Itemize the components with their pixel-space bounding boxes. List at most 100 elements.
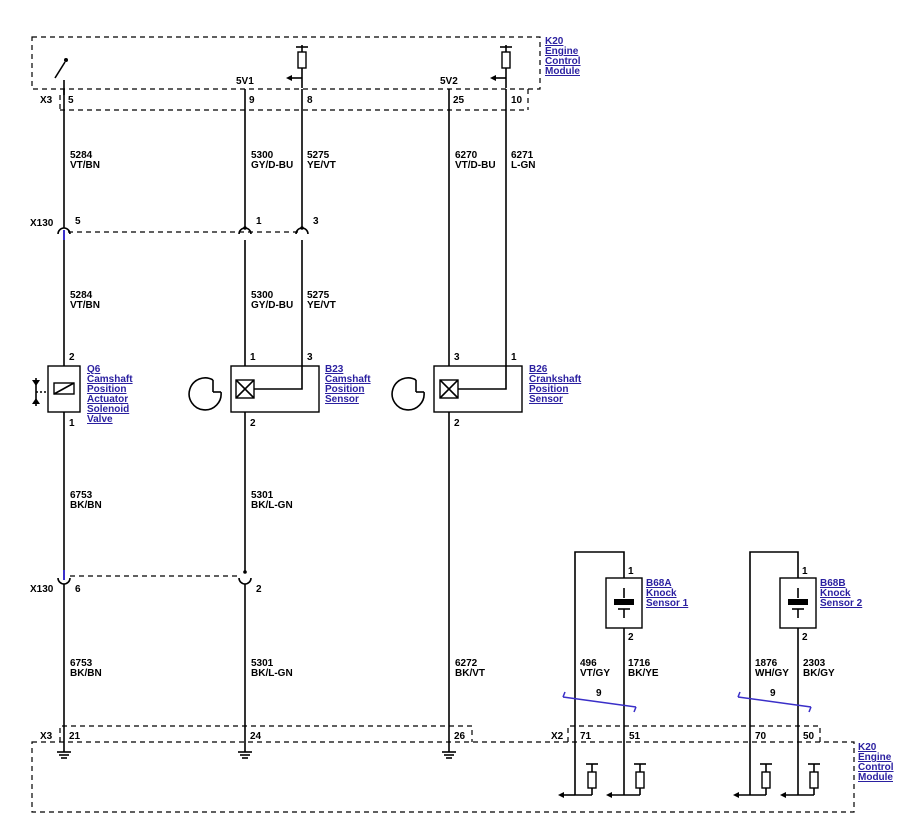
x3-bottom-pin-21: 21: [69, 731, 81, 742]
x130-a-pin-5: 5: [75, 216, 81, 227]
b68a-pin-1: 1: [628, 566, 634, 577]
b68b-label[interactable]: B68B Knock Sensor 2: [820, 578, 863, 609]
ecm-top-name-1[interactable]: Engine: [545, 46, 579, 57]
b68a-wires[interactable]: [574, 551, 625, 795]
b23-label[interactable]: B23 Camshaft Position Sensor: [325, 364, 371, 405]
x3-top-label: X3: [40, 95, 53, 106]
x130-b-pin-6: 6: [75, 584, 81, 595]
x2-pin-50: 50: [803, 731, 815, 742]
x130-b-pin-2: 2: [256, 584, 262, 595]
wire-5300-mid-circuit: 5300: [251, 290, 274, 301]
b68b-sensor-symbol[interactable]: [779, 577, 817, 629]
b26-name-1[interactable]: Crankshaft: [529, 374, 582, 385]
q6-ref[interactable]: Q6: [87, 364, 101, 375]
b26-ref[interactable]: B26: [529, 364, 548, 375]
x2-pin-51: 51: [629, 731, 641, 742]
b23-name-3[interactable]: Sensor: [325, 394, 359, 405]
x2-pin-70: 70: [755, 731, 767, 742]
b68b-ref[interactable]: B68B: [820, 578, 846, 589]
b23-sensor-symbol[interactable]: [188, 365, 320, 413]
ecm-input-71-icon: [558, 763, 598, 798]
wire-496-color: VT/GY: [580, 668, 610, 679]
wire-2303-color: BK/GY: [803, 668, 835, 679]
ecm-bottom-name-1[interactable]: Engine: [858, 752, 892, 763]
wire-6270-color: VT/D-BU: [455, 160, 496, 171]
b68a-pin-2: 2: [628, 632, 634, 643]
ecm-top-label[interactable]: K20 Engine Control Module: [545, 36, 581, 77]
x3-top-pin-5: 5: [68, 95, 74, 106]
q6-solenoid-symbol[interactable]: [32, 365, 81, 413]
b23-name-2[interactable]: Position: [325, 384, 364, 395]
x130-a-label: X130: [30, 218, 54, 229]
wire-6271-circuit: 6271: [511, 150, 534, 161]
q6-name-2[interactable]: Position: [87, 384, 126, 395]
wire-5301-low-color: BK/L-GN: [251, 668, 293, 679]
ground-pin24-icon: [238, 751, 252, 759]
q6-pin-1: 1: [69, 418, 75, 429]
twisted-pair-b-label: 9: [770, 688, 776, 699]
x130-a-pin-1: 1: [256, 216, 262, 227]
b26-label[interactable]: B26 Crankshaft Position Sensor: [529, 364, 582, 405]
wire-6753-low-circuit: 6753: [70, 658, 93, 669]
ground-pin26-icon: [442, 751, 456, 759]
x2-label: X2: [551, 731, 564, 742]
b26-sensor-symbol[interactable]: [391, 365, 523, 413]
x130-b-connector: [57, 570, 252, 585]
q6-label[interactable]: Q6 Camshaft Position Actuator Solenoid V…: [87, 364, 133, 425]
wire-1716-color: BK/YE: [628, 668, 659, 679]
q6-name-1[interactable]: Camshaft: [87, 374, 133, 385]
x130-a-pin-3: 3: [313, 216, 319, 227]
b68b-name-2[interactable]: Sensor 2: [820, 598, 863, 609]
b68a-name-1[interactable]: Knock: [646, 588, 677, 599]
b26-pin-1: 1: [511, 352, 517, 363]
b23-pin-2: 2: [250, 418, 256, 429]
ecm-bottom-name-3[interactable]: Module: [858, 772, 893, 783]
b23-name-1[interactable]: Camshaft: [325, 374, 371, 385]
ecm-top-ref[interactable]: K20: [545, 36, 564, 47]
x3-top-pin-8: 8: [307, 95, 313, 106]
twisted-pair-a-label: 9: [596, 688, 602, 699]
b26-pin-2: 2: [454, 418, 460, 429]
wire-5284-top-color: VT/BN: [70, 160, 100, 171]
supply-5v1: 5V1: [236, 76, 254, 87]
q6-name-3[interactable]: Actuator: [87, 394, 128, 405]
b68a-label[interactable]: B68A Knock Sensor 1: [646, 578, 689, 609]
ecm-bottom-ref[interactable]: K20: [858, 742, 877, 753]
ecm-bottom-box: [31, 725, 855, 813]
wire-1716-circuit: 1716: [628, 658, 651, 669]
ecm-top-name-2[interactable]: Control: [545, 56, 581, 67]
b26-name-2[interactable]: Position: [529, 384, 568, 395]
b26-pin-3: 3: [454, 352, 460, 363]
q6-name-5[interactable]: Valve: [87, 414, 113, 425]
twisted-pair-b-icon: [737, 691, 812, 713]
x3-top-pin-25: 25: [453, 95, 465, 106]
twisted-pair-a-icon: [562, 691, 637, 713]
wire-5275-mid-color: YE/VT: [307, 300, 336, 311]
wire-5275-mid-circuit: 5275: [307, 290, 330, 301]
b68a-sensor-symbol[interactable]: [605, 577, 643, 629]
wire-5284-top-circuit: 5284: [70, 150, 93, 161]
x2-pin-71: 71: [580, 731, 592, 742]
b68a-name-2[interactable]: Sensor 1: [646, 598, 689, 609]
b68a-ref[interactable]: B68A: [646, 578, 672, 589]
x130-a-connector: [57, 226, 309, 240]
wire-5301-low-circuit: 5301: [251, 658, 274, 669]
b68b-wires[interactable]: [749, 551, 799, 795]
ecm-top-name-3[interactable]: Module: [545, 66, 580, 77]
b26-name-3[interactable]: Sensor: [529, 394, 563, 405]
b68b-name-1[interactable]: Knock: [820, 588, 851, 599]
b23-ref[interactable]: B23: [325, 364, 344, 375]
ecm-bottom-label[interactable]: K20 Engine Control Module: [858, 742, 894, 783]
q6-name-4[interactable]: Solenoid: [87, 404, 129, 415]
x3-top-pin-9: 9: [249, 95, 255, 106]
wire-496-circuit: 496: [580, 658, 597, 669]
wire-5284-mid-color: VT/BN: [70, 300, 100, 311]
x3-bottom-pin-26: 26: [454, 731, 466, 742]
wire-5300-mid-color: GY/D-BU: [251, 300, 293, 311]
b23-pin-3: 3: [307, 352, 313, 363]
ecm-bottom-name-2[interactable]: Control: [858, 762, 894, 773]
b68b-pin-1: 1: [802, 566, 808, 577]
wire-5275-top-circuit: 5275: [307, 150, 330, 161]
wire-5284-mid-circuit: 5284: [70, 290, 93, 301]
